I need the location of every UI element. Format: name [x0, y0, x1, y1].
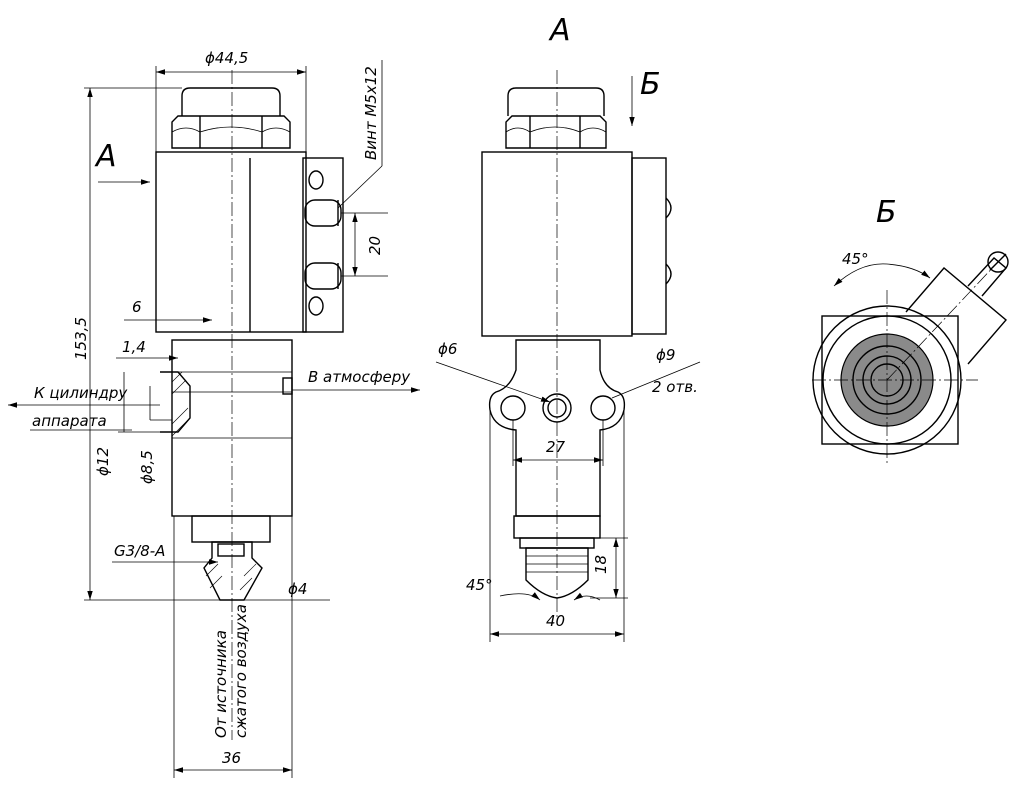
bottom-view: 45° Б — [812, 195, 1009, 466]
label-to-cylinder-2: аппарата — [32, 412, 107, 430]
label-from-source-1: От источника — [212, 630, 230, 738]
bottom-plug — [967, 257, 1007, 297]
dim-holes: 2 отв. — [652, 378, 698, 396]
dim-width-40: 40 — [546, 612, 565, 630]
dim-width-36: 36 — [222, 749, 241, 767]
screw-top — [304, 199, 342, 227]
front-view: ϕ44,5 153,5 20 Винт М5х12 6 1,4 К цилинд… — [8, 49, 420, 778]
front-stem — [191, 515, 271, 543]
screw-bottom — [304, 262, 342, 290]
bottom-angle-45: 45° — [842, 250, 869, 268]
dim-height-153: 153,5 — [72, 317, 90, 360]
front-coil-body — [155, 151, 307, 333]
bottom-view-title: Б — [876, 195, 897, 230]
front-hex-nut — [171, 115, 291, 149]
dim-d6: ϕ6 — [438, 340, 457, 358]
front-connector-plate — [302, 157, 344, 333]
dim-spacing-20: 20 — [366, 236, 384, 255]
dim-width-27: 27 — [546, 438, 566, 456]
dim-angle-45: 45° — [466, 576, 493, 594]
dim-d9: ϕ9 — [656, 346, 675, 364]
dim-d12: ϕ12 — [94, 447, 112, 476]
side-hole-right — [590, 395, 616, 421]
side-view-title: А — [548, 13, 571, 48]
label-to-cylinder-1: К цилиндру — [34, 384, 128, 402]
dim-top-diameter: ϕ44,5 — [205, 49, 248, 67]
label-to-atmosphere: В атмосферу — [308, 368, 411, 386]
front-side-port — [160, 371, 191, 433]
front-fitting — [203, 541, 263, 601]
front-view-marker: А — [94, 139, 117, 174]
side-view: ϕ6 ϕ9 2 отв. 27 18 45° 40 А Б — [435, 13, 701, 642]
side-hole-left — [500, 395, 526, 421]
label-from-source-2: сжатого воздуха — [232, 604, 250, 738]
dim-d4: ϕ4 — [288, 580, 307, 598]
dim-gap-14: 1,4 — [122, 338, 146, 356]
dim-height-18: 18 — [592, 555, 610, 574]
dim-thread: G3/8-A — [114, 542, 165, 560]
dim-screw: Винт М5х12 — [362, 66, 380, 160]
dim-gap-6: 6 — [132, 298, 142, 316]
side-view-marker: Б — [640, 67, 661, 102]
side-fitting — [525, 547, 589, 599]
side-hex-nut — [505, 115, 607, 149]
front-cap — [181, 87, 281, 116]
dim-d85: ϕ8,5 — [138, 450, 156, 484]
side-cap — [507, 87, 605, 116]
side-connector — [631, 157, 667, 335]
bottom-connector — [905, 267, 1007, 365]
